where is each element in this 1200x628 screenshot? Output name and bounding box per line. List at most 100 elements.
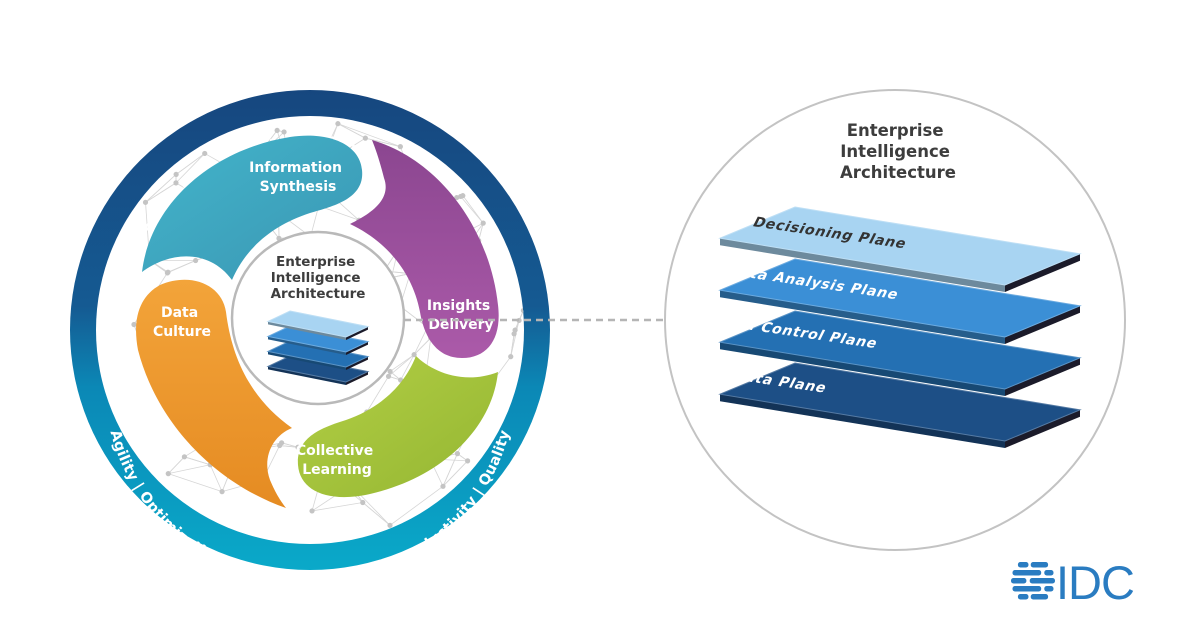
plane-edge	[720, 394, 1005, 448]
mesh-link	[167, 456, 185, 474]
architecture-detail: Enterprise Intelligence Architecture Dat…	[664, 89, 1126, 551]
plane-edge	[1005, 253, 1080, 292]
plane-edge	[346, 341, 368, 355]
mesh-node	[295, 444, 301, 450]
mesh-node	[454, 194, 460, 201]
mesh-link	[413, 337, 432, 355]
plane-edge	[1005, 409, 1080, 448]
mesh-node	[219, 489, 225, 495]
plane-decisioning-plane: Decisioning Plane	[718, 206, 1082, 292]
plane-edge	[720, 238, 1005, 292]
globe-stripe	[1030, 594, 1049, 600]
mesh-link	[175, 153, 205, 175]
mesh-link	[362, 502, 391, 526]
mesh-node	[274, 127, 280, 134]
mesh-node	[397, 144, 403, 150]
mesh-link	[145, 182, 177, 203]
globe-stripe	[1017, 594, 1029, 600]
plane-edge	[720, 290, 1005, 344]
segment-label-line: Learning	[302, 462, 372, 478]
mesh-node	[387, 522, 393, 528]
plane-edge	[346, 356, 368, 370]
mesh-node	[309, 508, 315, 514]
mesh-link	[184, 456, 211, 466]
segment-label-line: Insights	[427, 298, 490, 314]
segment-label-line: Delivery	[428, 317, 493, 333]
svg-text:Information Synthesis: Information Synthesis	[249, 160, 347, 195]
mesh-link	[365, 137, 401, 148]
plane-edge	[268, 366, 346, 385]
globe-stripe	[1044, 586, 1054, 592]
idc-globe-icon	[1011, 562, 1055, 600]
plane-face	[718, 258, 1082, 338]
cycle-wheel: Share | Margin | Churn | Growth | Compli…	[70, 90, 550, 591]
idc-logo-text: IDC	[1056, 556, 1134, 609]
svg-text:Data Culture: Data Culture	[153, 305, 211, 340]
mesh-node	[165, 471, 171, 477]
plane-face	[266, 310, 370, 338]
mesh-link	[510, 320, 520, 357]
segment-label-line: Data	[161, 305, 198, 321]
globe-stripe	[1017, 562, 1029, 568]
plane-data-plane: Data Plane	[718, 362, 1082, 448]
mesh-link	[168, 464, 211, 475]
mesh-node	[142, 199, 149, 205]
mesh-link	[337, 123, 401, 147]
mesh-link	[366, 376, 389, 413]
plane-decisioning-plane	[266, 310, 370, 340]
hub-title: Enterprise Intelligence Architecture	[271, 254, 366, 302]
segment-information-synthesis: Information Synthesis	[142, 135, 363, 280]
mesh-node	[454, 451, 461, 457]
mesh-link	[442, 453, 458, 487]
plane-edge	[720, 342, 1005, 396]
plane-data-analysis-plane	[266, 325, 370, 355]
idc-logo: IDC	[1011, 556, 1135, 609]
mesh-link	[279, 445, 299, 448]
segment-label-line: Collective	[296, 443, 373, 459]
mesh-link	[209, 464, 223, 492]
mesh-link	[167, 260, 196, 273]
segment-label-line: Synthesis	[260, 179, 337, 195]
mesh-node	[362, 135, 368, 141]
mesh-node	[511, 331, 517, 337]
mesh-node	[387, 368, 393, 375]
mesh-node	[277, 442, 283, 449]
plane-face	[718, 362, 1082, 442]
globe-stripe	[1030, 562, 1049, 568]
mesh-node	[181, 454, 188, 460]
mesh-link	[400, 354, 415, 381]
mesh-link	[462, 195, 484, 224]
plane-face	[718, 310, 1082, 390]
plane-data-analysis-plane: Data Analysis Plane	[718, 258, 1082, 344]
globe-stripe	[1011, 578, 1027, 584]
mesh-node	[173, 180, 179, 186]
mesh-node	[508, 354, 514, 360]
mesh-node	[411, 352, 417, 358]
mesh-node	[460, 193, 466, 199]
mesh-node	[202, 150, 208, 157]
mesh-node	[165, 269, 171, 275]
hub-layer-stack-icon	[266, 310, 370, 385]
globe-stripe	[1044, 570, 1054, 576]
plane-data-plane	[266, 355, 370, 385]
plane-face	[718, 206, 1082, 286]
plane-edge	[346, 326, 368, 340]
mesh-link	[413, 327, 428, 355]
mesh-node	[131, 321, 137, 328]
plane-edge	[268, 321, 346, 340]
mesh-link	[145, 174, 177, 203]
mesh-link	[337, 123, 366, 139]
mesh-node	[173, 171, 179, 177]
segment-collective-learning: Collective Learning	[296, 356, 498, 498]
svg-text:Collective Learning: Collective Learning	[296, 443, 378, 478]
mesh-node	[385, 373, 392, 379]
mesh-node	[480, 220, 486, 226]
mesh-link	[281, 442, 299, 448]
plane-edge	[268, 351, 346, 370]
mesh-link	[389, 485, 444, 526]
segment-label-line: Culture	[153, 324, 211, 340]
plane-edge	[268, 336, 346, 355]
mesh-node	[440, 483, 446, 489]
globe-stripe	[1012, 586, 1042, 592]
plane-edge	[1005, 305, 1080, 344]
